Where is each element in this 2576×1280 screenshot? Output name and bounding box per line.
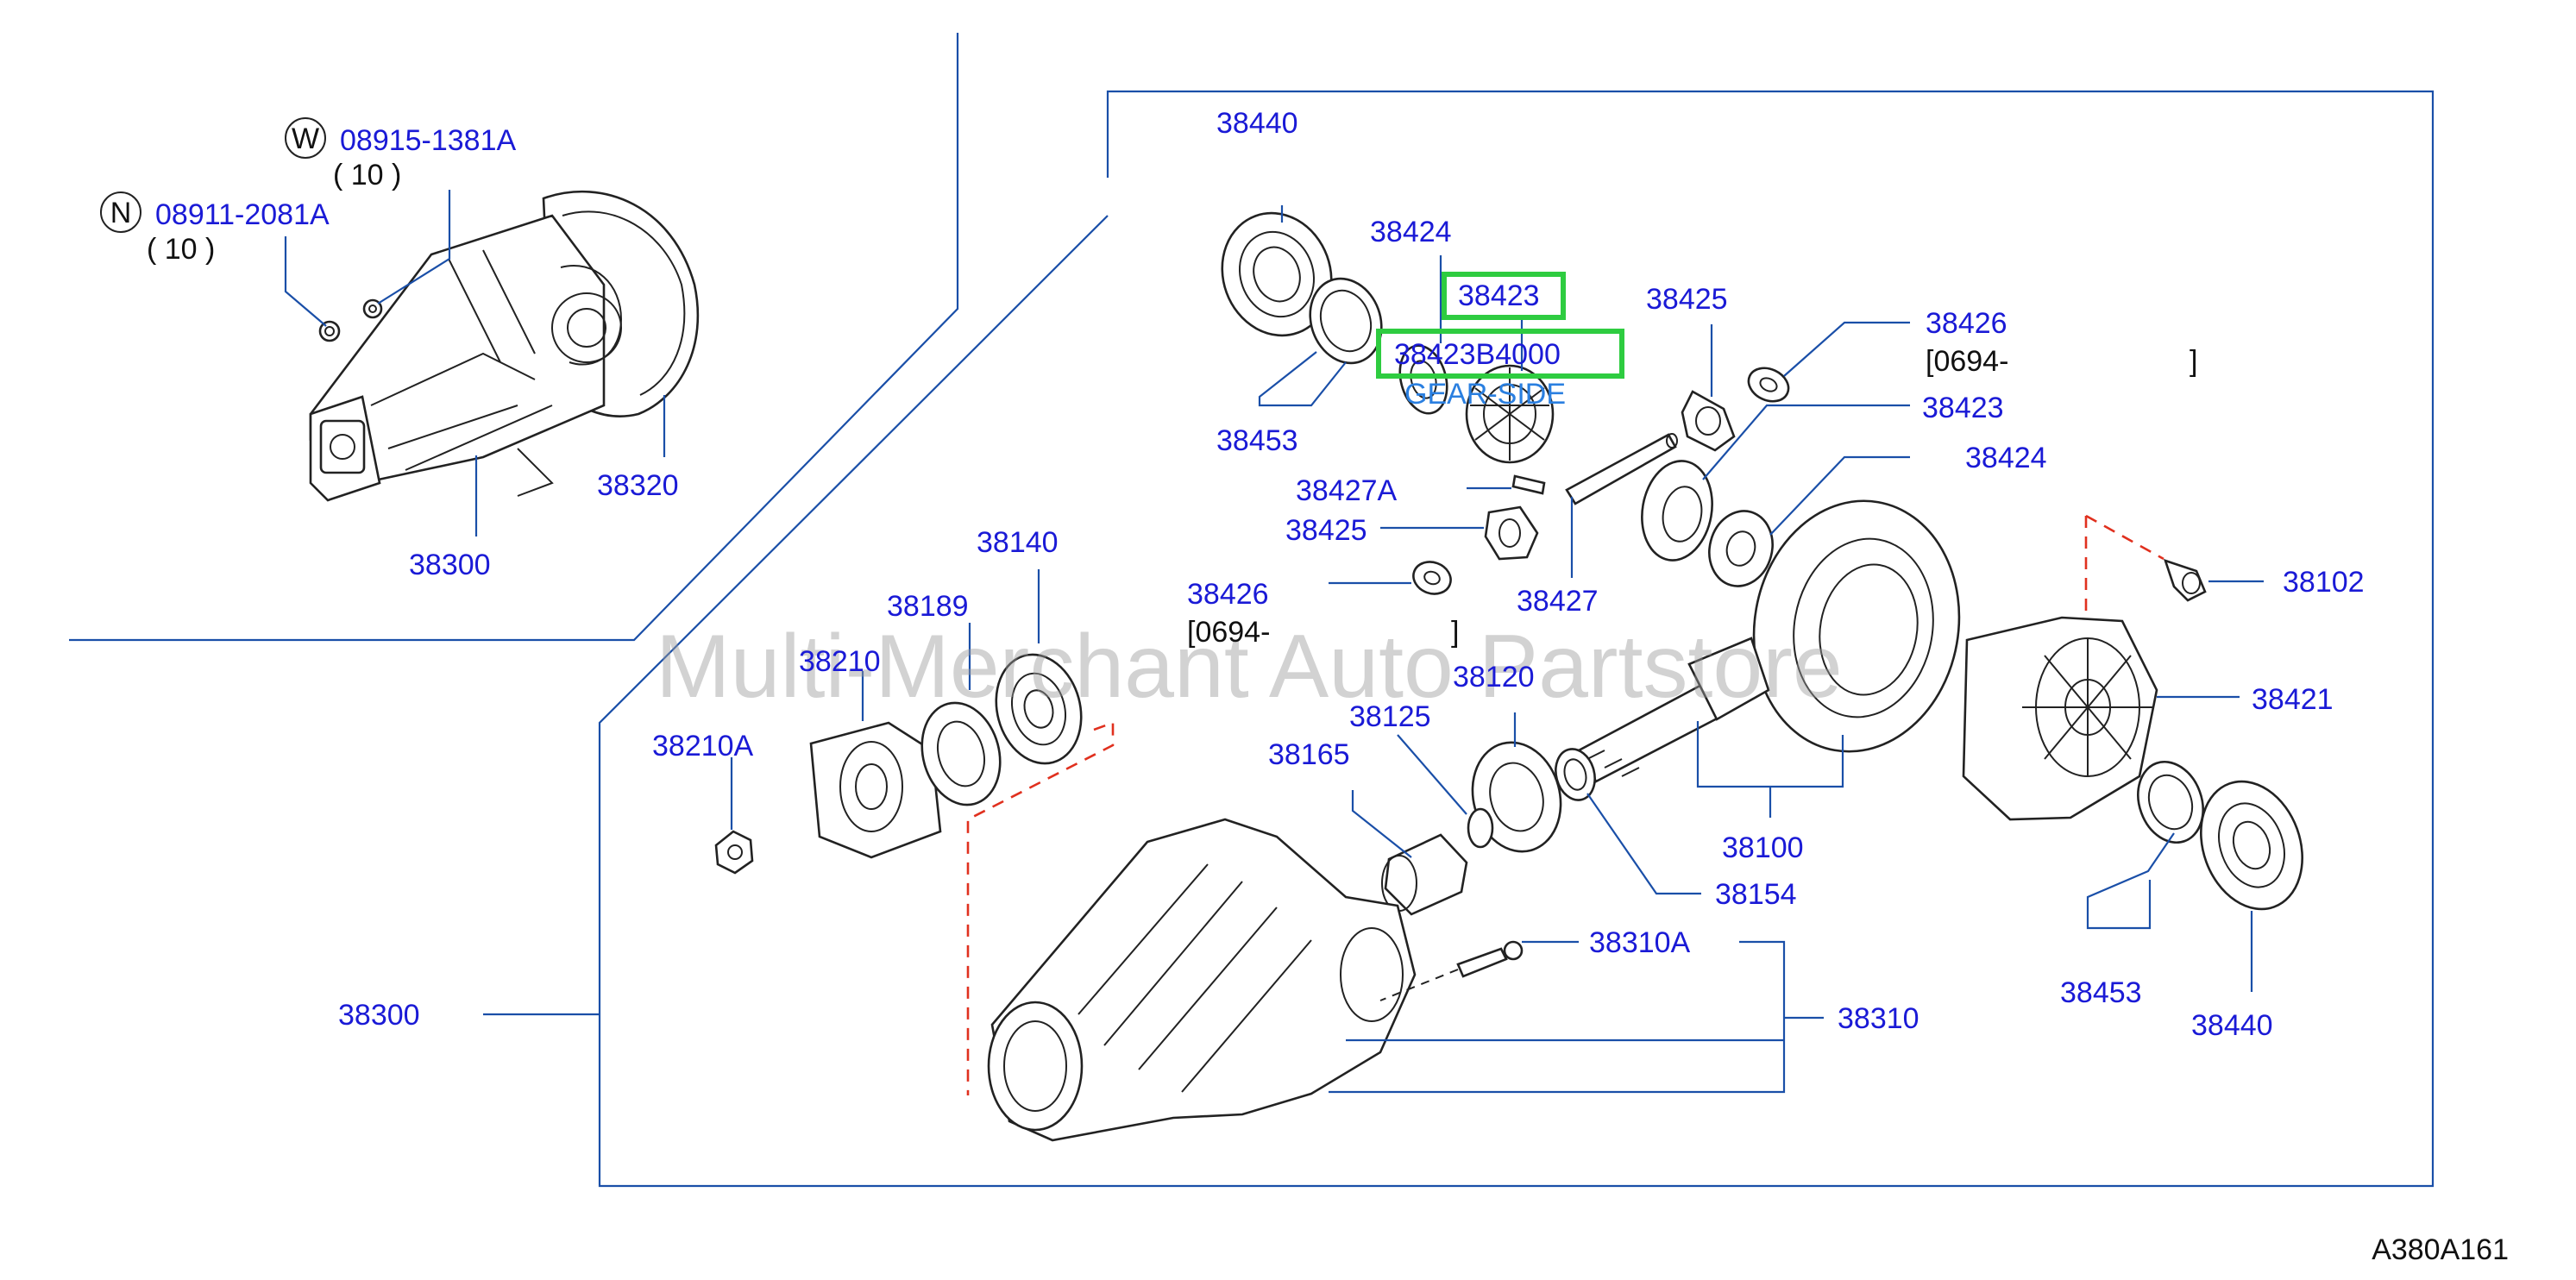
- qty-08915: ( 10 ): [333, 159, 401, 191]
- callout-08911[interactable]: 08911-2081A: [155, 198, 330, 231]
- callout-38423-partno[interactable]: 38423B4000: [1394, 338, 1561, 371]
- callout-38310A[interactable]: 38310A: [1589, 926, 1691, 959]
- inset-frame: [69, 33, 2435, 1188]
- bearing-38440-bottom: [2200, 780, 2303, 911]
- callout-38189[interactable]: 38189: [887, 590, 969, 623]
- ring-gear-38100: [1752, 499, 1961, 753]
- dash-38310A: [1379, 969, 1459, 1001]
- inset-housing-drawing: [309, 190, 700, 502]
- leader-08915: [377, 190, 451, 304]
- svg-text:N: N: [110, 197, 132, 229]
- callout-38120[interactable]: 38120: [1453, 661, 1535, 693]
- dash-38140: [966, 721, 1115, 1095]
- svg-text:W: W: [292, 122, 319, 155]
- watermark: Multi-Merchant Auto Partstore: [656, 617, 1843, 717]
- callout-08915[interactable]: 08915-1381A: [340, 124, 517, 157]
- callout-38424-right[interactable]: 38424: [1965, 442, 2047, 474]
- callout-38427[interactable]: 38427: [1517, 585, 1599, 618]
- pinion-mate-38425-mid: [1484, 505, 1539, 561]
- bearing-38140: [995, 653, 1083, 765]
- leader-38125: [1397, 734, 1467, 815]
- range-38426-top: [0694-: [1926, 345, 2008, 378]
- race-38453-bottom: [2137, 760, 2204, 844]
- mark-N-icon: N: [100, 191, 141, 233]
- leader-38453-bottom: [2086, 832, 2175, 930]
- leader-38424-right: [1769, 455, 1910, 536]
- pinion-mate-38425-top: [1681, 390, 1736, 452]
- nut-38210A: [714, 830, 754, 875]
- diff-case-38421: [1962, 616, 2158, 821]
- mark-W-icon: W: [285, 117, 326, 159]
- dash-38102: [2085, 514, 2164, 561]
- callout-38423-right[interactable]: 38423: [1922, 392, 2004, 424]
- washer-38426-top: [1747, 367, 1790, 403]
- callout-38427A[interactable]: 38427A: [1296, 474, 1398, 507]
- leader-38453-top: [1258, 351, 1347, 407]
- race-38453-top: [1309, 277, 1383, 365]
- callout-38453-bottom[interactable]: 38453: [2060, 976, 2142, 1009]
- callout-38210A[interactable]: 38210A: [652, 730, 754, 762]
- callout-38440-top[interactable]: 38440: [1216, 107, 1298, 140]
- leader-38426-top: [1783, 321, 1910, 377]
- shim-38154: [1555, 748, 1596, 801]
- callout-38102[interactable]: 38102: [2283, 566, 2365, 599]
- washer-38424-right: [1708, 510, 1774, 587]
- callout-38425-mid[interactable]: 38425: [1285, 514, 1367, 547]
- companion-flange-38210: [809, 721, 942, 859]
- range-38426-mid-close: ]: [1451, 616, 1459, 649]
- bearing-38440-top: [1221, 211, 1333, 337]
- leader-38423-right: [1702, 404, 1910, 480]
- inset-gear-teeth: [551, 292, 622, 363]
- inset-nut-N: [318, 320, 341, 342]
- washer-38125: [1467, 807, 1494, 849]
- bolt-38102: [2163, 558, 2207, 602]
- callout-38310[interactable]: 38310: [1838, 1002, 1919, 1035]
- diagram-id: A380A161: [2372, 1233, 2509, 1266]
- spacer-38165: [1381, 833, 1468, 916]
- callout-38300-main[interactable]: 38300: [338, 999, 420, 1032]
- seal-38189: [920, 701, 1002, 806]
- carrier-housing-38310: [987, 818, 1417, 1142]
- callout-38425-top[interactable]: 38425: [1646, 283, 1728, 316]
- washer-38426-mid: [1412, 561, 1452, 595]
- callout-38426-mid[interactable]: 38426: [1187, 578, 1269, 611]
- callout-38453-top[interactable]: 38453: [1216, 424, 1298, 457]
- callout-38165[interactable]: 38165: [1268, 738, 1350, 771]
- callout-38154[interactable]: 38154: [1715, 878, 1797, 911]
- side-gear-38423: [1465, 364, 1555, 464]
- range-38426-mid: [0694-: [1187, 616, 1270, 649]
- inset-washer-W: [362, 298, 383, 319]
- leader-38154: [1586, 793, 1701, 895]
- callout-38300-inset[interactable]: 38300: [409, 549, 491, 581]
- leader-38165: [1351, 790, 1412, 858]
- callout-38210[interactable]: 38210: [799, 645, 881, 678]
- leader-08911: [284, 236, 327, 327]
- callout-38140[interactable]: 38140: [977, 526, 1059, 559]
- drive-pinion-38100: [1577, 637, 1770, 783]
- callout-38125[interactable]: 38125: [1349, 700, 1431, 733]
- callout-38424-top[interactable]: 38424: [1370, 216, 1452, 248]
- part-description: GEAR-SIDE: [1404, 378, 1566, 411]
- pin-38427A: [1511, 474, 1546, 495]
- callout-38421[interactable]: 38421: [2252, 683, 2334, 716]
- callout-38440-bottom[interactable]: 38440: [2191, 1009, 2273, 1042]
- highlight-38423: [1442, 272, 1566, 320]
- qty-08911: ( 10 ): [147, 233, 215, 266]
- highlight-38423-partno: [1376, 329, 1624, 379]
- callout-38426-top[interactable]: 38426: [1926, 307, 2007, 340]
- callout-38423-top[interactable]: 38423: [1458, 279, 1540, 312]
- callout-38320[interactable]: 38320: [597, 469, 679, 502]
- side-gear-38423-right: [1641, 460, 1713, 562]
- range-38426-top-close: ]: [2190, 345, 2197, 378]
- callout-38100[interactable]: 38100: [1722, 831, 1804, 864]
- stud-38310A: [1456, 940, 1524, 978]
